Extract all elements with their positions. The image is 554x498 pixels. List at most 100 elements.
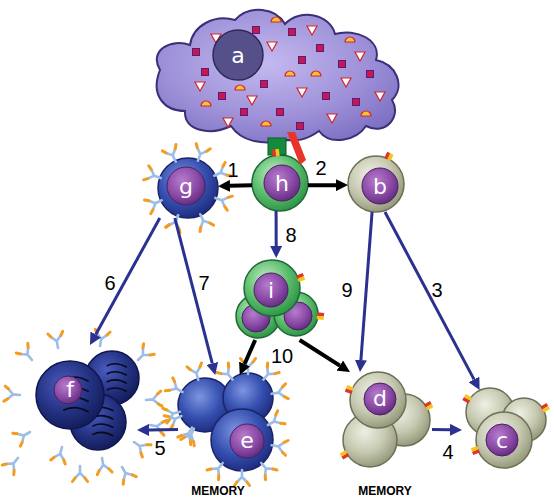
antigen-fragment bbox=[241, 109, 248, 116]
antibody-tip bbox=[13, 432, 24, 447]
cell-shape bbox=[25, 345, 137, 450]
antibody-stem bbox=[118, 465, 133, 480]
arrow-connector bbox=[432, 428, 450, 431]
antibody-stem bbox=[149, 196, 164, 210]
cell-letter: a bbox=[231, 45, 244, 67]
antibody-symbol bbox=[163, 404, 182, 423]
step-number: 5 bbox=[154, 438, 165, 458]
antibody-stem bbox=[75, 466, 85, 478]
antibody-symbol bbox=[51, 445, 70, 464]
cell-nucleus bbox=[486, 424, 518, 456]
antibody-tip bbox=[217, 363, 231, 375]
antigen-fragment bbox=[289, 29, 296, 36]
antigen-fragment bbox=[235, 85, 245, 90]
receptor-chain bbox=[297, 276, 305, 282]
arrow-connector bbox=[385, 212, 474, 379]
endoplasmic-reticulum bbox=[92, 432, 113, 436]
receptor-symbol bbox=[345, 385, 354, 394]
antibody-symbol bbox=[130, 436, 151, 457]
antibody-stem bbox=[6, 455, 21, 471]
step-number: 3 bbox=[431, 280, 442, 300]
arrow-connector bbox=[361, 212, 372, 360]
receptor-symbol bbox=[424, 401, 434, 411]
antigen-fragment bbox=[202, 69, 209, 76]
antibody-symbol bbox=[164, 409, 184, 429]
antibody-tip bbox=[224, 195, 232, 210]
antibody-tip bbox=[4, 386, 9, 401]
antibody-symbol bbox=[256, 458, 277, 480]
receptor-symbol bbox=[296, 273, 305, 282]
antibody-symbol bbox=[241, 359, 256, 375]
antibody-tip bbox=[144, 199, 154, 214]
arrow-connector bbox=[300, 340, 340, 366]
antibody-symbol bbox=[207, 458, 228, 480]
antibody-stem bbox=[196, 212, 210, 227]
antibody-tip bbox=[141, 344, 154, 357]
step-number: 1 bbox=[227, 160, 238, 180]
cell-shape bbox=[332, 372, 432, 468]
antibody-tip bbox=[181, 436, 196, 446]
memory-label: MEMORY bbox=[191, 485, 245, 497]
antibody-symbol bbox=[144, 166, 164, 185]
cell-letter: h bbox=[275, 173, 289, 195]
cell-nucleus bbox=[230, 424, 264, 458]
antibody-symbol bbox=[191, 144, 210, 164]
receptor-chain bbox=[542, 406, 550, 413]
antigen-fragment bbox=[277, 109, 284, 116]
antibody-stem bbox=[166, 149, 180, 164]
antibody-stem bbox=[131, 438, 147, 453]
immune-cell: g bbox=[158, 158, 218, 218]
cell-letter: e bbox=[240, 430, 254, 452]
antibody-symbol bbox=[235, 470, 250, 486]
cell-nucleus bbox=[254, 273, 288, 307]
step-number: 2 bbox=[315, 158, 326, 178]
antigen-fragment bbox=[353, 99, 360, 106]
immune-cell: c bbox=[462, 390, 546, 470]
cell-membrane bbox=[244, 260, 300, 316]
antibody-tip bbox=[162, 144, 177, 154]
antibody-symbol bbox=[4, 386, 21, 402]
cell-body bbox=[350, 372, 406, 428]
cell-body bbox=[158, 158, 218, 218]
antigen-fragment bbox=[375, 92, 385, 101]
antibody-tip bbox=[199, 222, 214, 232]
antibody-symbol bbox=[187, 363, 206, 382]
antibody-tip bbox=[165, 378, 176, 393]
cell-letter: g bbox=[179, 176, 193, 198]
antibody-stem bbox=[184, 426, 198, 441]
immune-cell: e bbox=[178, 375, 276, 478]
antibody-stem bbox=[190, 367, 203, 381]
arrow-connector bbox=[308, 183, 336, 187]
cell-letter: b bbox=[373, 176, 387, 198]
receptor-chain bbox=[346, 385, 354, 391]
cell-nucleus bbox=[362, 168, 398, 204]
antigen-fragment bbox=[219, 93, 226, 100]
cell-shape bbox=[238, 258, 316, 340]
antibody-symbol bbox=[181, 425, 201, 445]
step-number: 8 bbox=[285, 225, 296, 245]
antibody-tip bbox=[157, 391, 162, 406]
antibody-symbol bbox=[165, 378, 186, 399]
antigen-fragment bbox=[341, 78, 351, 87]
antibody-stem bbox=[148, 169, 163, 183]
antigen-fragment bbox=[327, 114, 337, 123]
cell-membrane bbox=[348, 156, 404, 212]
antibody-tip bbox=[282, 440, 288, 455]
antibody-symbol bbox=[95, 457, 112, 475]
cell-shape bbox=[150, 0, 408, 150]
antibody-symbol bbox=[48, 331, 65, 349]
antibody-symbol bbox=[13, 426, 34, 447]
receptor-chain bbox=[464, 394, 472, 401]
antigen-fragment bbox=[345, 37, 355, 42]
cell-membrane bbox=[350, 372, 406, 428]
receptor-symbol bbox=[272, 149, 280, 157]
cell-letter: c bbox=[496, 430, 508, 452]
arrow-connector bbox=[275, 211, 278, 246]
antibody-stem bbox=[20, 348, 35, 364]
antibody-symbol bbox=[264, 411, 285, 432]
antibody-symbol bbox=[116, 463, 137, 484]
immune-cell: a bbox=[150, 0, 408, 150]
antibody-symbol bbox=[2, 453, 23, 475]
step-number: 9 bbox=[341, 280, 352, 300]
antibody-symbol bbox=[145, 391, 162, 407]
